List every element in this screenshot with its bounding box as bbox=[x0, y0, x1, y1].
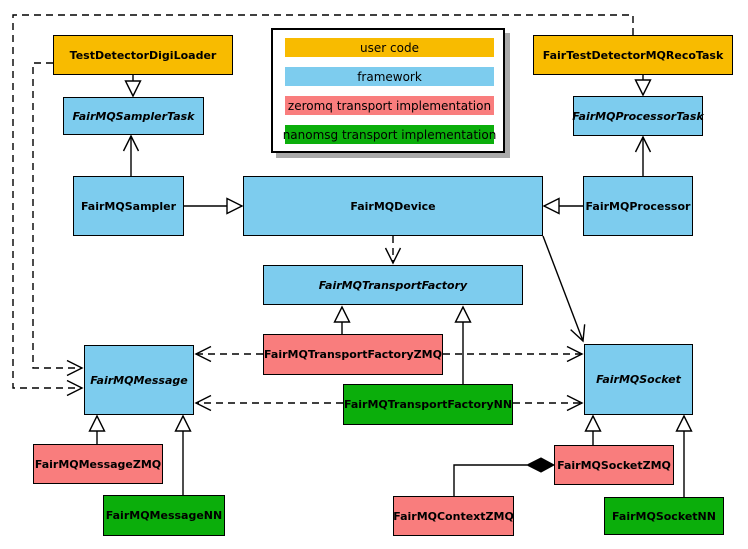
node-fairmqsocketzmq: FairMQSocketZMQ bbox=[554, 445, 674, 485]
edge-factorynn-to-socket bbox=[513, 394, 584, 412]
edge-factorynn-to-transportfactory bbox=[454, 305, 472, 384]
edge-recotask-to-message bbox=[12, 14, 634, 397]
edge-recotask-to-processortask bbox=[634, 75, 652, 97]
node-fairmqcontextzmq: FairMQContextZMQ bbox=[393, 496, 514, 536]
node-fairtestdetectormqrecotask: FairTestDetectorMQRecoTask bbox=[533, 35, 733, 75]
edge-device-to-socket bbox=[542, 235, 586, 343]
edge-messagenn-to-message bbox=[174, 414, 192, 495]
edge-factoryzmq-to-socket bbox=[443, 345, 584, 363]
node-fairmqsocket: FairMQSocket bbox=[584, 344, 693, 415]
node-fairmqtransportfactory: FairMQTransportFactory bbox=[263, 265, 523, 305]
edge-socketnn-to-socket bbox=[675, 414, 693, 497]
legend-item-nanomsg: nanomsg transport implementation bbox=[283, 125, 496, 144]
node-fairmqprocessor: FairMQProcessor bbox=[583, 176, 693, 236]
edge-socketzmq-to-socket bbox=[584, 414, 602, 445]
node-fairmqsocketnn: FairMQSocketNN bbox=[604, 497, 724, 535]
edge-processor-to-processortask bbox=[634, 135, 652, 176]
legend-item-zeromq: zeromq transport implementation bbox=[285, 96, 494, 115]
node-testdetectordigiloader: TestDetectorDigiLoader bbox=[53, 35, 233, 75]
node-fairmqdevice: FairMQDevice bbox=[243, 176, 543, 236]
edge-device-to-transportfactory bbox=[384, 236, 402, 265]
node-fairmqmessagenn: FairMQMessageNN bbox=[103, 495, 225, 536]
edge-factorynn-to-message bbox=[194, 394, 343, 412]
node-fairmqsampler: FairMQSampler bbox=[73, 176, 184, 236]
node-fairmqprocessortask: FairMQProcessorTask bbox=[572, 96, 704, 136]
legend-item-framework: framework bbox=[285, 67, 494, 86]
node-fairmqsamplertask: FairMQSamplerTask bbox=[63, 97, 204, 135]
edge-messagezmq-to-message bbox=[88, 414, 106, 444]
legend: user code framework zeromq transport imple… bbox=[271, 28, 505, 153]
node-fairmqtransportfactoryzmq: FairMQTransportFactoryZMQ bbox=[263, 334, 443, 375]
node-fairmqmessage: FairMQMessage bbox=[84, 345, 194, 415]
edge-sampler-to-samplertask bbox=[122, 134, 140, 176]
node-fairmqmessagezmq: FairMQMessageZMQ bbox=[33, 444, 163, 484]
edge-factoryzmq-to-message bbox=[194, 345, 263, 363]
edge-factoryzmq-to-transportfactory bbox=[333, 305, 351, 334]
edge-sampler-to-device bbox=[184, 197, 244, 215]
legend-item-user: user code bbox=[285, 38, 494, 57]
edge-digiloader-to-samplertask bbox=[124, 75, 142, 98]
edge-digiloader-to-message bbox=[32, 62, 84, 377]
node-fairmqtransportfactorynn: FairMQTransportFactoryNN bbox=[343, 384, 513, 425]
edge-processor-to-device bbox=[542, 197, 583, 215]
edge-socketzmq-owns-contextzmq bbox=[453, 457, 556, 496]
